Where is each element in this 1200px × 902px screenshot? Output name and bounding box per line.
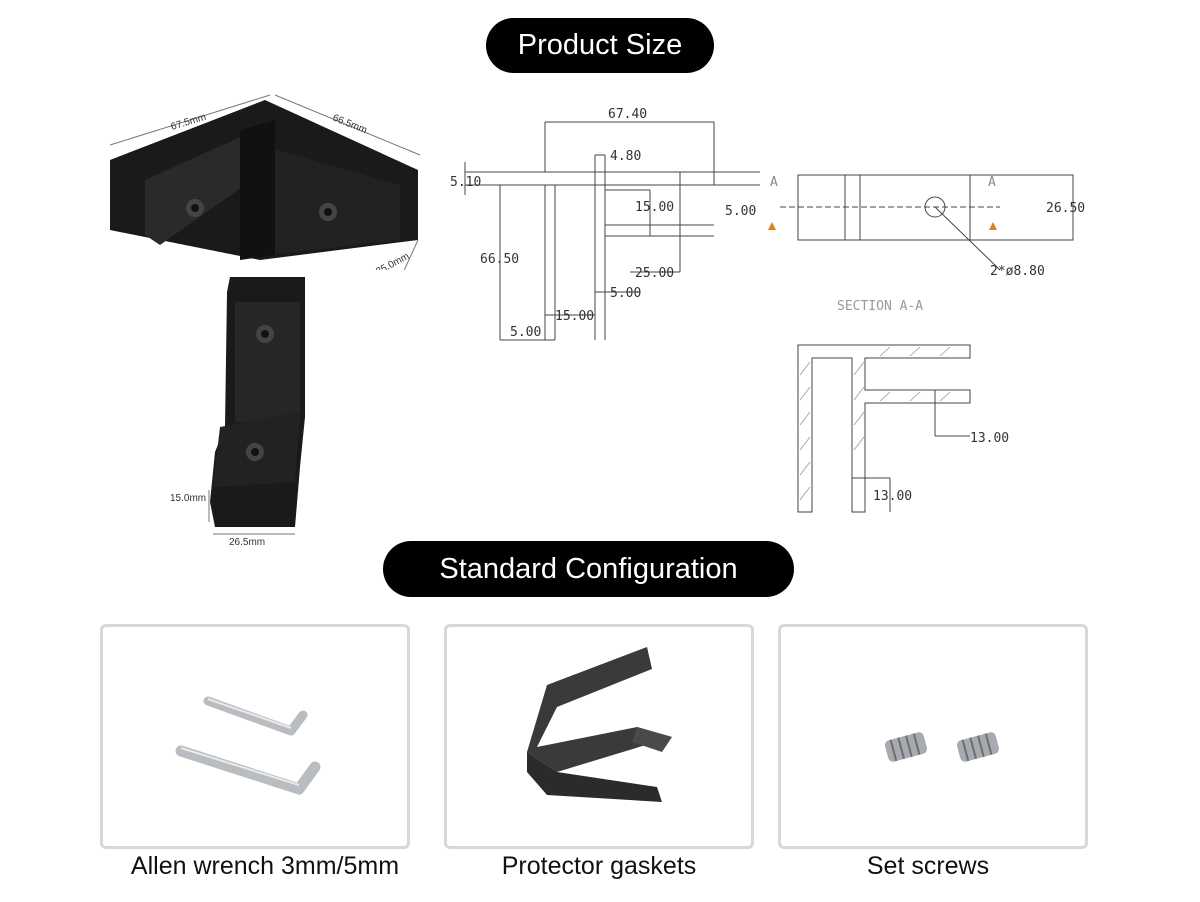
dim-26-50: 26.50 [1046,201,1085,216]
dim-13-00-bottom: 13.00 [873,489,912,504]
product-photo-top: 67.5mm 66.5mm 25.0mm [109,94,421,270]
product-size-title-text: Product Size [517,29,683,61]
technical-drawing: 67.40 4.80 5.10 15.00 5.00 66.50 25.00 5… [450,107,1085,513]
dim-67-40: 67.40 [608,107,647,122]
dim-5-00-right: 5.00 [725,204,756,219]
photo-dim-width: 26.5mm [229,537,265,548]
set-screws-card [778,624,1088,849]
section-title: SECTION A-A [837,299,923,314]
dim-13-00-right: 13.00 [970,431,1009,446]
photo-dim-height: 15.0mm [170,493,206,504]
set-screw-icon [884,732,1000,762]
section-marker-right: A [988,175,996,190]
dim-15-00-top: 15.00 [635,200,674,215]
dim-4-80: 4.80 [610,149,641,164]
dim-5-00-bottom: 5.00 [510,325,541,340]
protector-gaskets-caption: Protector gaskets [501,852,697,880]
hole-callout: 2*ø8.80 [990,264,1045,279]
allen-wrench-caption: Allen wrench 3mm/5mm [130,852,400,880]
dim-66-50: 66.50 [480,252,519,267]
dim-15-00-bottom: 15.00 [555,309,594,324]
set-screws-caption: Set screws [866,852,990,880]
standard-configuration-title-text: Standard Configuration [439,552,738,585]
allen-wrench-icon [175,696,321,795]
section-marker-left: A [770,175,778,190]
gasket-icon [527,647,672,802]
product-size-title: Product Size [486,18,714,73]
standard-configuration-title: Standard Configuration [383,541,794,597]
product-photo-side: 15.0mm 26.5mm [170,277,305,548]
protector-gaskets-card [444,624,754,849]
dim-25-00: 25.00 [635,266,674,281]
dim-5-00-mid: 5.00 [610,286,641,301]
allen-wrench-card [100,624,410,849]
dim-5-10: 5.10 [450,175,481,190]
